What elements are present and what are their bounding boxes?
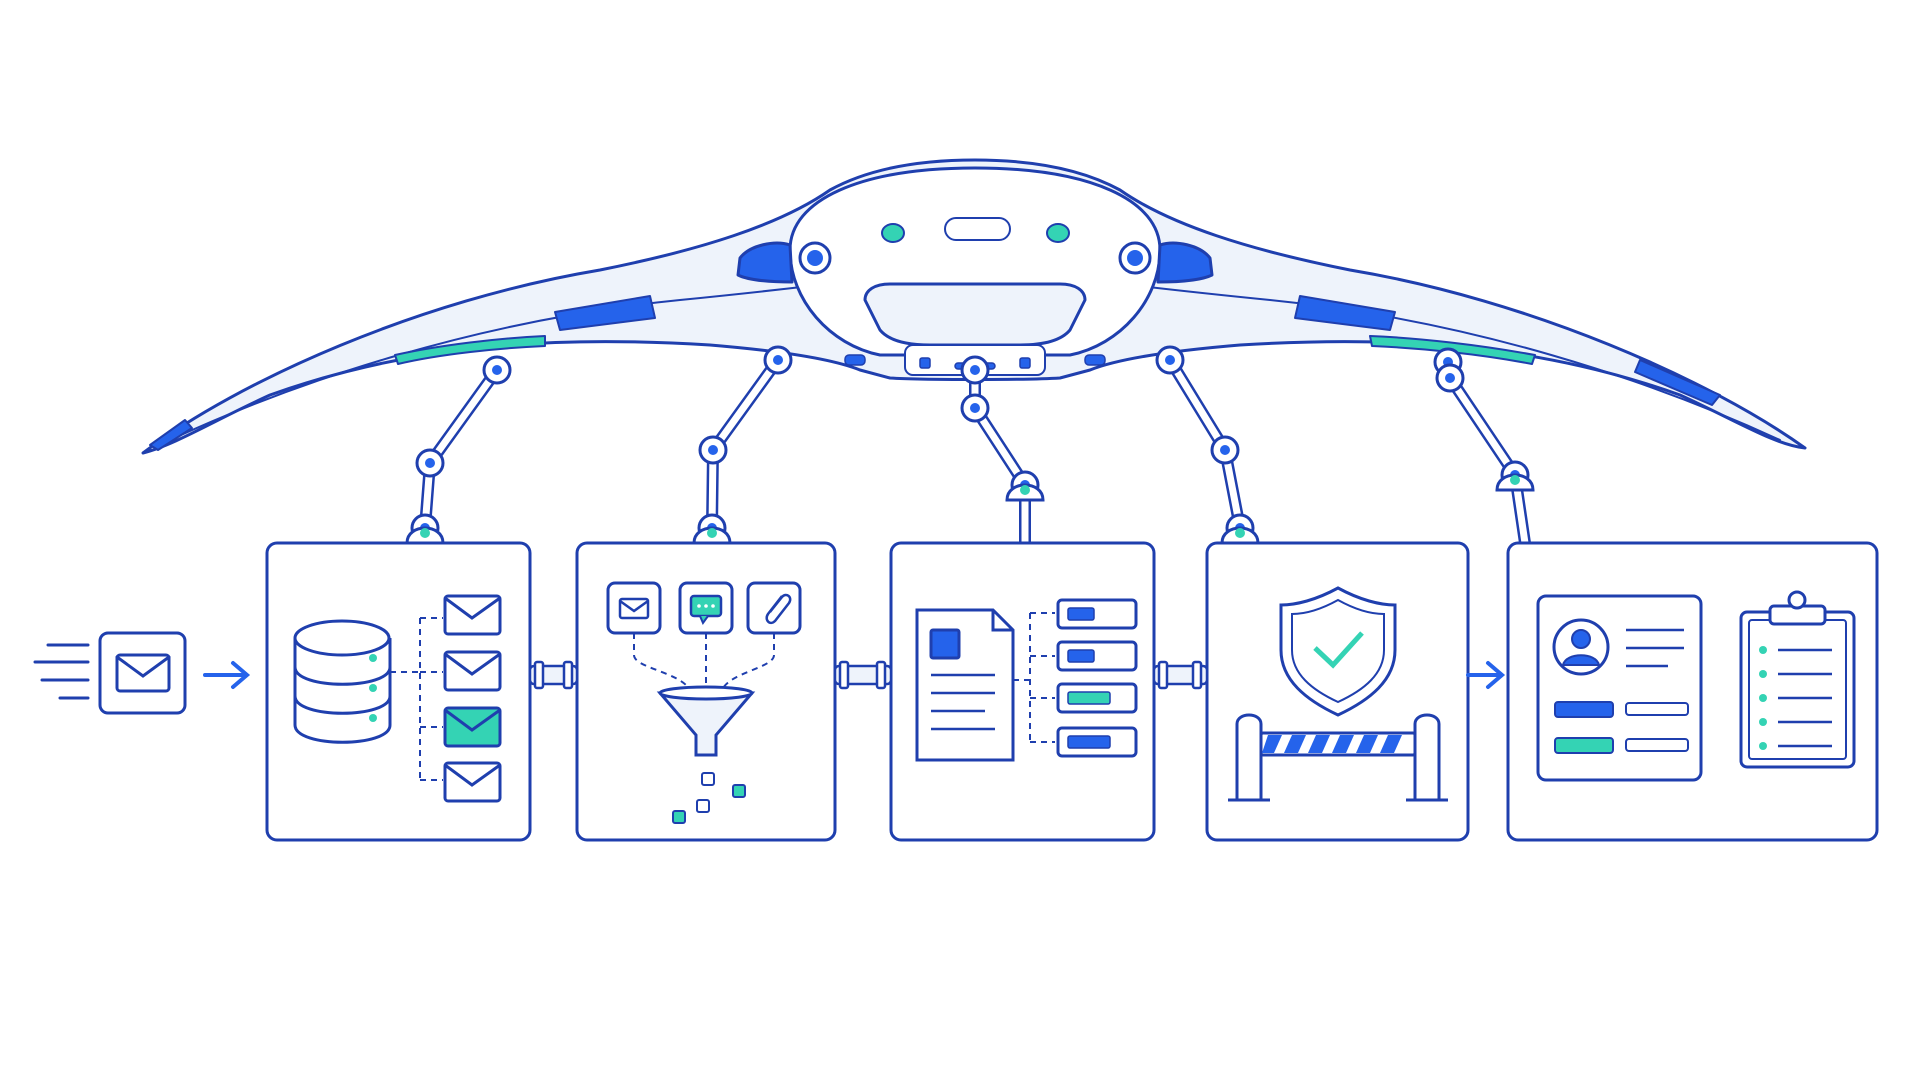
checklist-bullet bbox=[1759, 646, 1767, 654]
arm-gripper-light bbox=[1510, 475, 1520, 485]
arm-joint-pin bbox=[1445, 373, 1455, 383]
tag-lines bbox=[1013, 612, 1055, 743]
envelope-icon bbox=[606, 581, 662, 635]
tag-icon bbox=[1056, 598, 1138, 630]
envelope-icon bbox=[443, 761, 502, 803]
funnel-lines bbox=[633, 633, 775, 691]
robotic-arm bbox=[405, 355, 512, 549]
stage-security-content bbox=[1228, 586, 1448, 802]
drone-top-slot bbox=[944, 217, 1011, 241]
arrow-right-icon bbox=[1466, 661, 1506, 689]
drone-visor bbox=[863, 282, 1087, 347]
wing-light-left bbox=[394, 335, 546, 365]
arm-joint-pin bbox=[492, 365, 502, 375]
drone-side-light-right bbox=[1084, 354, 1106, 366]
drone-shoulder-left bbox=[736, 241, 794, 284]
filtered-particles bbox=[672, 772, 746, 824]
arm-segment-fill bbox=[1446, 374, 1519, 479]
arm-segment-fill bbox=[1166, 356, 1229, 454]
tag-icon-highlighted bbox=[1056, 682, 1138, 714]
arm-gripper-light bbox=[1020, 485, 1030, 495]
envelope-icon bbox=[443, 594, 502, 636]
pipe-connector bbox=[833, 660, 893, 690]
checklist-rows bbox=[1759, 646, 1832, 750]
pipe-connector bbox=[1152, 660, 1209, 690]
pipe-connector bbox=[528, 660, 579, 690]
drone-chin-light-left bbox=[919, 357, 931, 369]
wing-stripe-right bbox=[1294, 295, 1396, 331]
drone-eye-right-pupil bbox=[1127, 250, 1143, 266]
chat-icon bbox=[678, 581, 734, 635]
envelope-icon bbox=[115, 653, 171, 693]
arm-joint-pin bbox=[425, 458, 435, 468]
clipboard-checklist-icon bbox=[1739, 590, 1856, 769]
arm-joint-pin bbox=[970, 365, 980, 375]
drone-side-light-left bbox=[844, 354, 866, 366]
drone-sensor-left bbox=[881, 223, 905, 243]
arm-joint-pin bbox=[773, 355, 783, 365]
robotic-arm bbox=[1433, 347, 1535, 549]
paperclip-icon bbox=[746, 581, 802, 635]
wing-tip-stripe-right bbox=[1634, 359, 1721, 406]
robotic-arm bbox=[692, 345, 793, 549]
profile-card-icon bbox=[1536, 594, 1703, 782]
stage-filter-content bbox=[606, 581, 802, 824]
funnel-icon bbox=[656, 685, 756, 757]
arm-segment-fill bbox=[426, 366, 501, 467]
shield-check-icon bbox=[1279, 586, 1397, 717]
stage-output-content bbox=[1536, 590, 1856, 782]
tag-icon bbox=[1056, 640, 1138, 672]
arrow-right-icon bbox=[203, 661, 251, 689]
database-icon bbox=[293, 619, 392, 744]
arm-gripper-light bbox=[420, 528, 430, 538]
envelope-icon bbox=[443, 650, 502, 692]
arm-joint-pin bbox=[970, 403, 980, 413]
arm-joint-pin bbox=[708, 445, 718, 455]
tag-icon bbox=[1056, 726, 1138, 758]
robotic-arm bbox=[1155, 345, 1260, 549]
checklist-bullet bbox=[1759, 742, 1767, 750]
document-icon bbox=[915, 608, 1015, 762]
checklist-bullet bbox=[1759, 718, 1767, 726]
envelope-icon-highlighted bbox=[443, 706, 502, 748]
input-envelope-group bbox=[33, 631, 251, 715]
arm-joint-pin bbox=[1220, 445, 1230, 455]
drone-shoulder-right bbox=[1156, 241, 1214, 284]
robotic-arms bbox=[405, 345, 1535, 549]
checklist-bullet bbox=[1759, 670, 1767, 678]
arm-segment-fill bbox=[709, 356, 782, 454]
drone-sensor-right bbox=[1046, 223, 1070, 243]
card-connectors bbox=[528, 660, 1506, 690]
barrier-icon bbox=[1228, 713, 1448, 802]
branch-lines bbox=[390, 617, 443, 781]
arm-segment-fill bbox=[971, 404, 1029, 489]
stage-ingest-store-content bbox=[293, 594, 502, 803]
arm-gripper-light bbox=[1235, 528, 1245, 538]
wing-tip-stripe-left bbox=[149, 419, 193, 451]
arm-gripper-light bbox=[707, 528, 717, 538]
wing-stripe-left bbox=[554, 295, 656, 331]
checklist-bullet bbox=[1759, 694, 1767, 702]
drone-eye-left-pupil bbox=[807, 250, 823, 266]
robotic-arm bbox=[960, 355, 1045, 549]
stage-classify-content bbox=[915, 598, 1138, 762]
drone-chin-light-right bbox=[1019, 357, 1031, 369]
arm-joint-pin bbox=[1165, 355, 1175, 365]
